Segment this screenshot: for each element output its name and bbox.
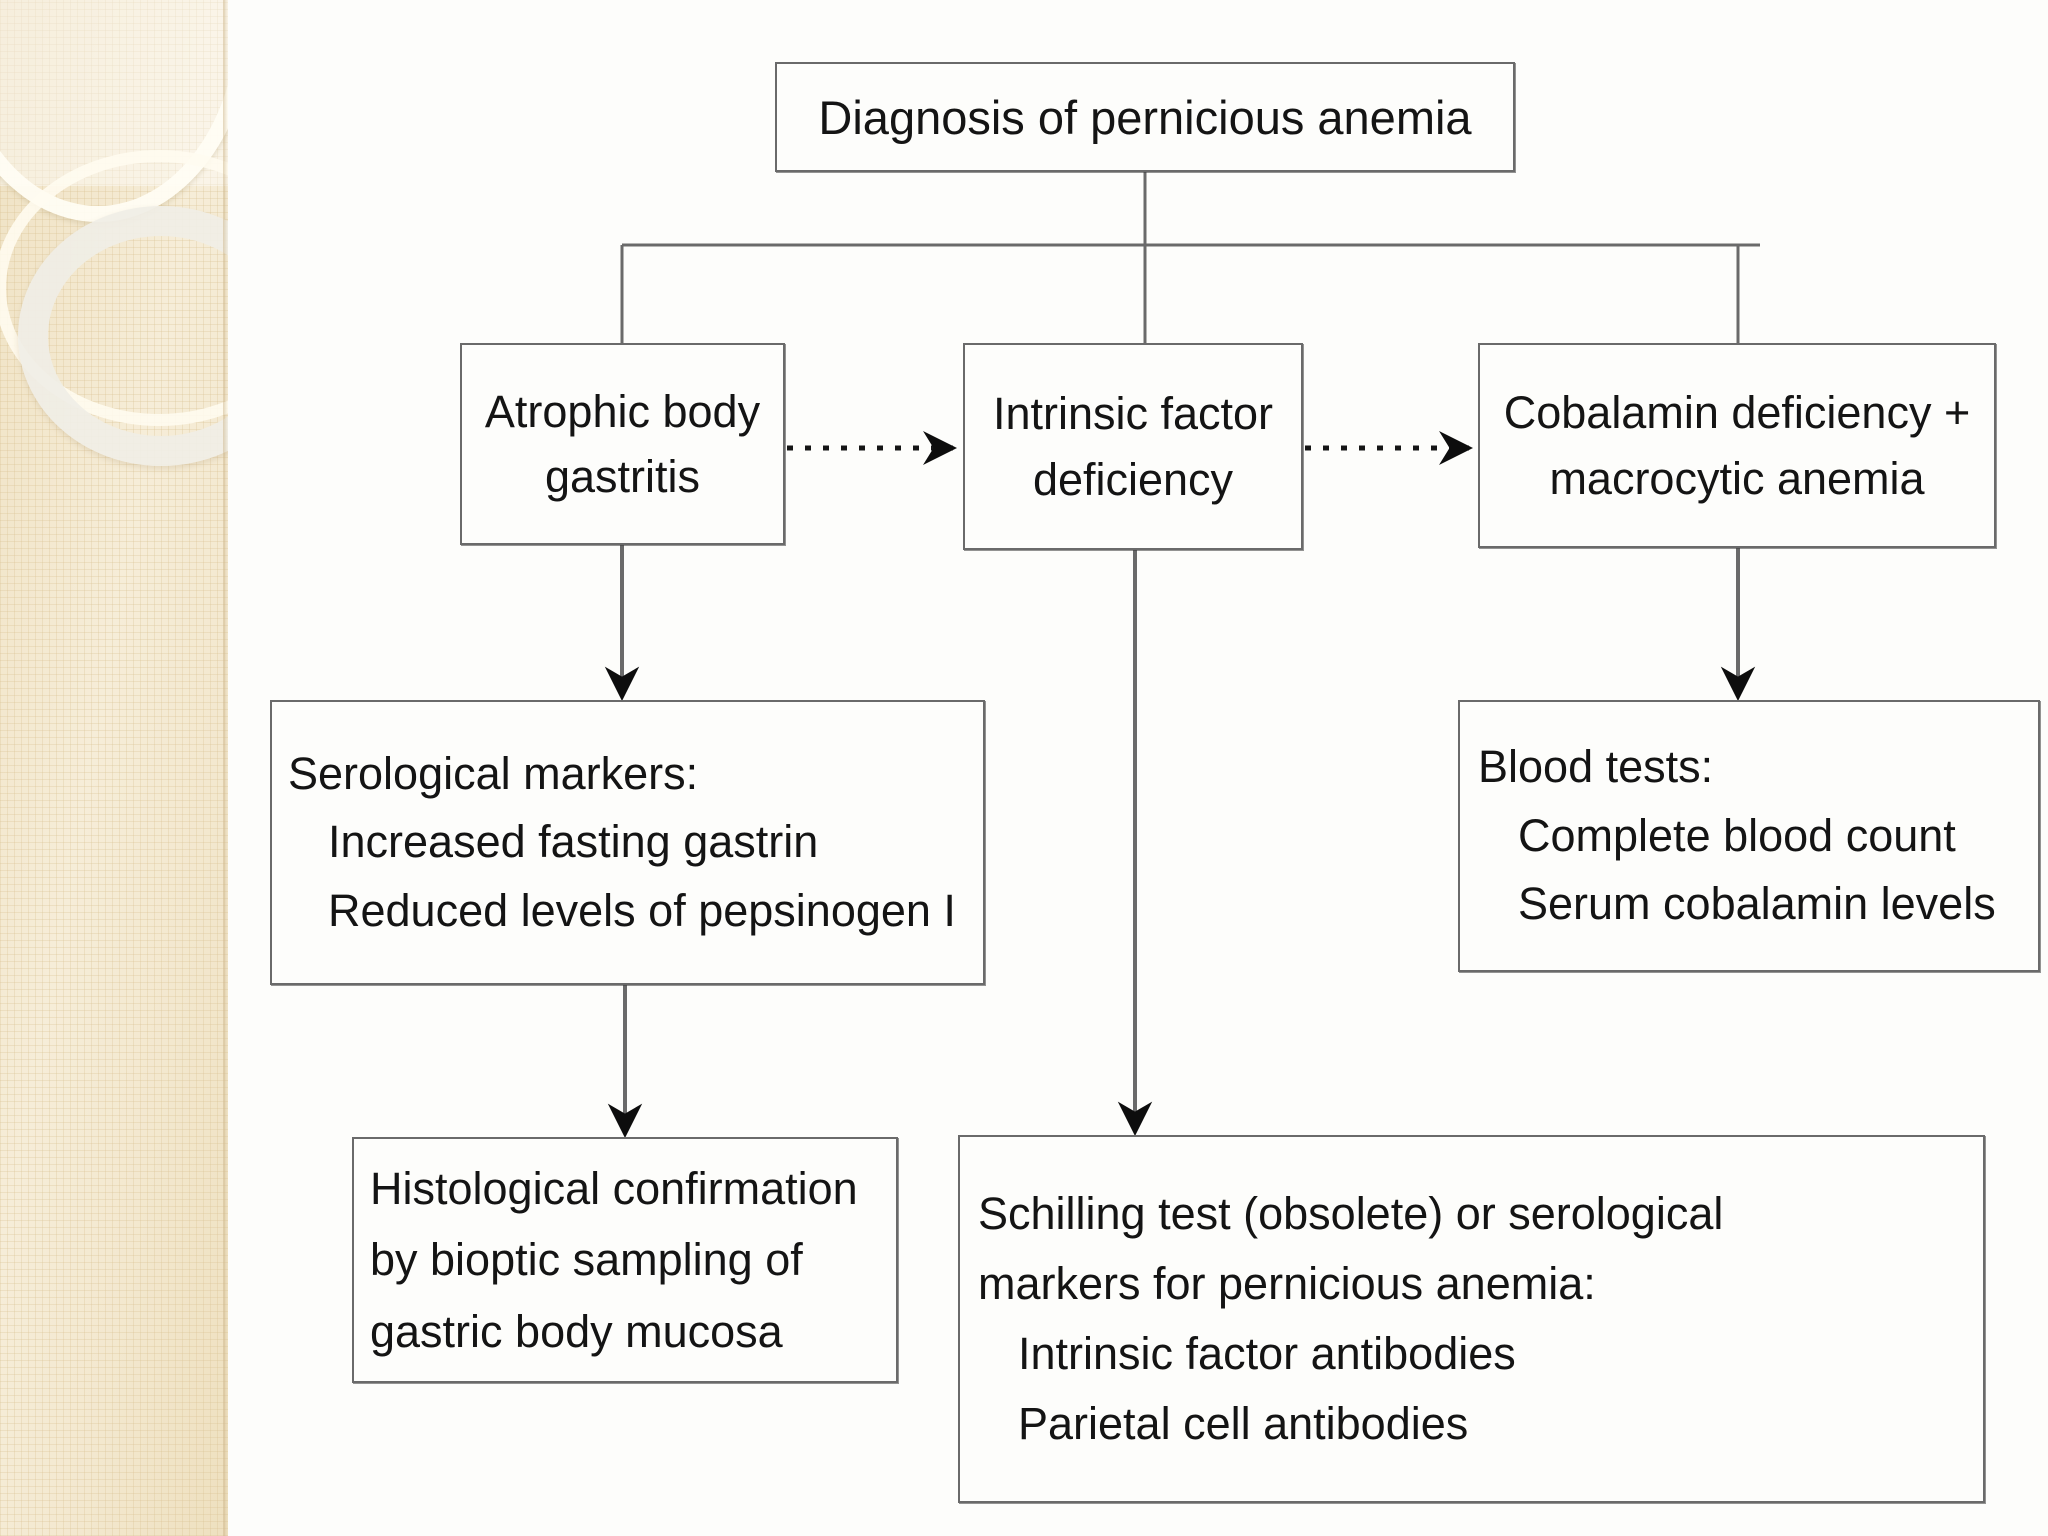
node-serology-item-2: Reduced levels of pepsinogen I	[328, 884, 956, 936]
node-cobalamin-line2: macrocytic anemia	[1549, 452, 1925, 504]
node-intrinsic-factor-deficiency[interactable]: Intrinsic factor deficiency	[963, 343, 1303, 550]
decorative-sidebar	[0, 0, 228, 1536]
node-schilling-line1: Schilling test (obsolete) or serological	[978, 1187, 1724, 1239]
node-title-label: Diagnosis of pernicious anemia	[818, 90, 1472, 144]
node-gastritis-line2: gastritis	[544, 451, 701, 502]
sidebar-edge-shadow	[223, 0, 228, 1536]
node-cobalamin-line1: Cobalamin deficiency +	[1503, 387, 1971, 439]
node-bloodtest-heading: Blood tests:	[1478, 741, 1714, 793]
node-intrinsic-line2: deficiency	[1032, 453, 1234, 505]
flowchart: Diagnosis of pernicious anemia Atrophic …	[228, 0, 2048, 1536]
node-schilling-item-2: Parietal cell antibodies	[1018, 1398, 1469, 1450]
node-atrophic-body-gastritis[interactable]: Atrophic body gastritis	[460, 343, 785, 545]
node-histology-line3: gastric body mucosa	[370, 1305, 783, 1357]
node-serology-heading: Serological markers:	[288, 747, 699, 799]
node-serology-item-1: Increased fasting gastrin	[328, 816, 819, 868]
node-cobalamin-deficiency[interactable]: Cobalamin deficiency + macrocytic anemia	[1478, 343, 1996, 548]
node-histological-confirmation[interactable]: Histological confirmation by bioptic sam…	[352, 1137, 898, 1383]
node-serological-markers[interactable]: Serological markers: Increased fasting g…	[270, 700, 985, 985]
node-blood-tests[interactable]: Blood tests: Complete blood count Serum …	[1458, 700, 2040, 972]
node-bloodtest-item-1: Complete blood count	[1518, 809, 1956, 861]
node-gastritis-line1: Atrophic body	[484, 385, 761, 437]
node-diagnosis-title[interactable]: Diagnosis of pernicious anemia	[775, 62, 1515, 172]
node-schilling-test[interactable]: Schilling test (obsolete) or serological…	[958, 1135, 1985, 1503]
node-histology-line1: Histological confirmation	[370, 1163, 858, 1215]
node-histology-line2: by bioptic sampling of	[370, 1234, 803, 1286]
node-intrinsic-line1: Intrinsic factor	[992, 388, 1274, 440]
node-schilling-line2: markers for pernicious anemia:	[978, 1257, 1596, 1309]
node-bloodtest-item-2: Serum cobalamin levels	[1518, 878, 1996, 930]
node-schilling-item-1: Intrinsic factor antibodies	[1018, 1328, 1516, 1379]
